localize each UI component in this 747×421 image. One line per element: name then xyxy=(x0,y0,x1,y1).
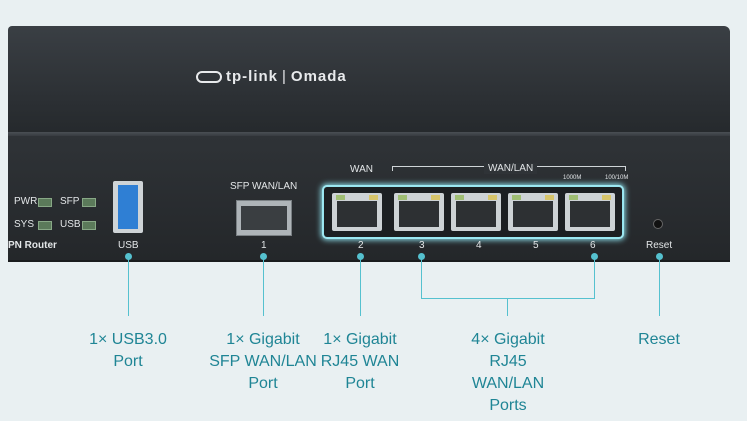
port-number-1: 1 xyxy=(261,240,267,251)
usb-port-label: USB xyxy=(118,240,139,251)
caption-line: WAN/LAN xyxy=(471,375,545,392)
rj45-port-6 xyxy=(565,193,615,231)
callout-line-wan xyxy=(360,256,361,316)
router-edge xyxy=(8,132,730,138)
sfp-port xyxy=(236,200,292,236)
caption-wan: 1× Gigabit RJ45 WAN Port xyxy=(312,329,408,395)
port-number-2: 2 xyxy=(358,240,364,251)
sub-brand-name: Omada xyxy=(290,68,347,85)
sfp-group-label: SFP WAN/LAN xyxy=(230,181,298,192)
brand-logo: tp-link|Omada xyxy=(196,68,347,85)
caption-line: 4× Gigabit xyxy=(471,331,545,348)
brand-name: tp-link xyxy=(226,68,278,85)
caption-usb: 1× USB3.0 Port xyxy=(80,329,176,373)
callout-line-usb xyxy=(128,256,129,316)
usb-led-icon xyxy=(82,221,96,230)
port-led-icon xyxy=(455,195,464,200)
wan-lan-label: WAN/LAN xyxy=(484,163,538,174)
caption-sfp: 1× Gigabit SFP WAN/LAN Port xyxy=(200,329,326,395)
reset-button-hole xyxy=(653,219,663,229)
callout-line-port6 xyxy=(594,256,595,298)
logo-separator: | xyxy=(282,68,287,85)
rj45-jack xyxy=(456,201,496,227)
port-led-icon xyxy=(336,195,345,200)
led-label-sfp: SFP xyxy=(60,196,80,207)
rj45-jack xyxy=(513,201,553,227)
port-led-icon xyxy=(369,195,378,200)
port-led-icon xyxy=(512,195,521,200)
pwr-led-icon xyxy=(38,198,52,207)
caption-line: 1× Gigabit xyxy=(323,331,397,348)
port-led-icon xyxy=(602,195,611,200)
caption-wanlan: 4× Gigabit RJ45 WAN/LAN Ports xyxy=(456,329,560,417)
wan-label: WAN xyxy=(350,164,373,175)
sys-led-icon xyxy=(38,221,52,230)
caption-line: RJ45 WAN xyxy=(320,353,400,370)
port-led-icon xyxy=(431,195,440,200)
caption-line: Port xyxy=(248,375,278,392)
caption-line: Reset xyxy=(638,331,680,348)
rj45-jack xyxy=(337,201,377,227)
caption-line: 1× USB3.0 xyxy=(89,331,167,348)
callout-line-wanlan xyxy=(507,298,508,316)
sfp-port-slot xyxy=(241,206,287,230)
usb-port xyxy=(113,181,143,233)
callout-line-port3 xyxy=(421,256,422,298)
caption-line: Ports xyxy=(489,397,527,414)
rj45-port-3 xyxy=(394,193,444,231)
speed-100-label: 100/10M xyxy=(605,175,629,181)
usb-port-insert xyxy=(118,185,138,229)
model-label: PN Router xyxy=(8,240,57,251)
caption-line: RJ45 xyxy=(489,353,527,370)
rj45-port-2 xyxy=(332,193,382,231)
callout-line-sfp xyxy=(263,256,264,316)
rj45-port-group xyxy=(324,187,622,237)
port-number-3: 3 xyxy=(419,240,425,251)
port-led-icon xyxy=(398,195,407,200)
rj45-port-5 xyxy=(508,193,558,231)
caption-line: 1× Gigabit xyxy=(226,331,300,348)
rj45-jack xyxy=(399,201,439,227)
reset-label-device: Reset xyxy=(646,240,673,251)
rj45-jack xyxy=(570,201,610,227)
caption-reset: Reset xyxy=(624,329,694,351)
led-label-sys: SYS xyxy=(14,219,35,230)
callout-bracket-wanlan xyxy=(421,298,595,299)
port-led-icon xyxy=(488,195,497,200)
rj45-port-4 xyxy=(451,193,501,231)
led-label-usb: USB xyxy=(60,219,81,230)
port-number-4: 4 xyxy=(476,240,482,251)
router-top-panel xyxy=(8,26,730,136)
port-led-icon xyxy=(569,195,578,200)
led-label-pwr: PWR xyxy=(14,196,38,207)
caption-line: Port xyxy=(113,353,143,370)
port-number-6: 6 xyxy=(590,240,596,251)
tp-link-logo-icon xyxy=(196,71,222,84)
port-led-icon xyxy=(545,195,554,200)
caption-line: SFP WAN/LAN xyxy=(209,353,317,370)
port-number-5: 5 xyxy=(533,240,539,251)
callout-line-reset xyxy=(659,256,660,316)
sfp-led-icon xyxy=(82,198,96,207)
caption-line: Port xyxy=(345,375,375,392)
speed-1000-label: 1000M xyxy=(563,175,582,181)
